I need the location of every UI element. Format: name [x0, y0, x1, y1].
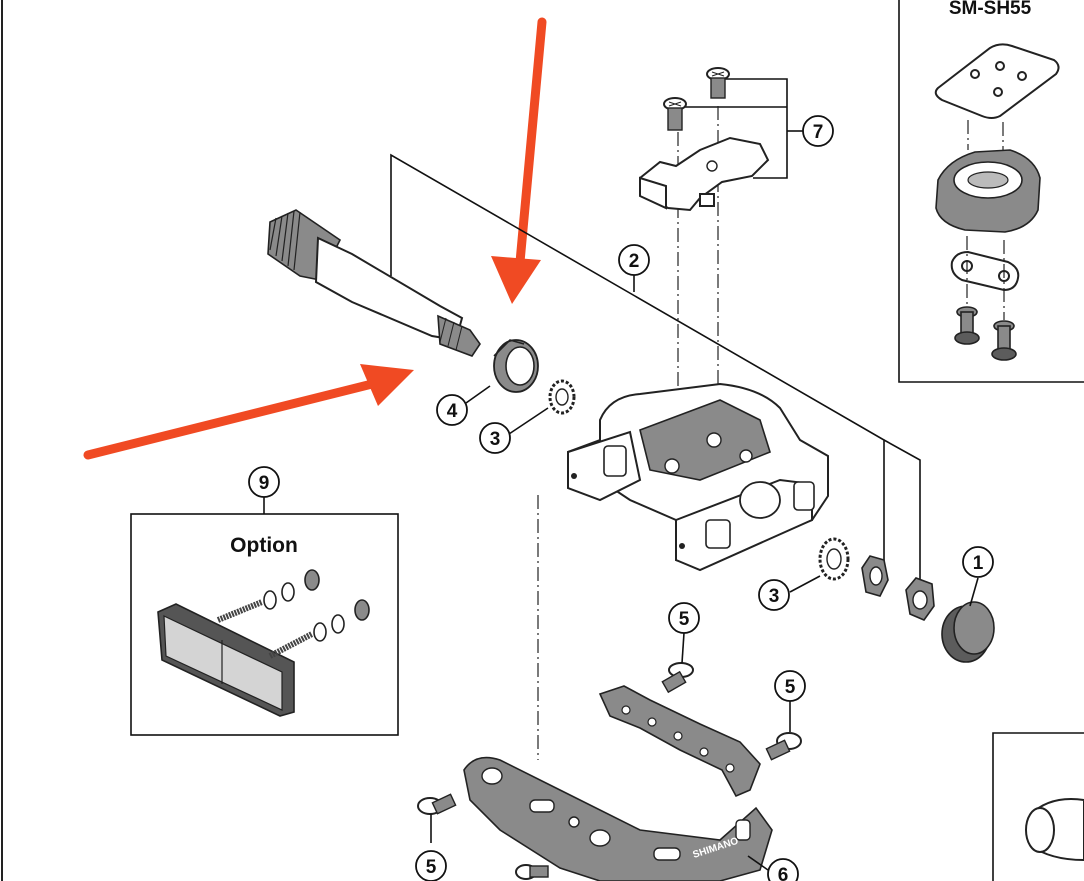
bolt-bracket-7 [724, 78, 788, 179]
callout-9: 9 [248, 466, 280, 498]
callout-6: 6 [767, 858, 799, 881]
annotation-arrow-right-icon [83, 364, 414, 460]
callout-7: 7 [802, 115, 834, 147]
cleat-mechanism [639, 136, 770, 212]
callout-3-b: 3 [758, 579, 790, 611]
seal-ring [493, 339, 539, 393]
svg-text:4: 4 [447, 401, 458, 422]
lock-washer [548, 379, 576, 415]
svg-text:1: 1 [973, 553, 984, 574]
callout-2: 2 [618, 244, 650, 276]
inset-title: SM-SH55 [949, 0, 1032, 19]
lock-nut [905, 577, 935, 621]
callout-5-b: 5 [774, 670, 806, 702]
cage-bolt [661, 662, 694, 694]
svg-text:5: 5 [426, 857, 437, 878]
cleat-washer-plate [950, 250, 1020, 292]
cleat-bolt [954, 306, 980, 345]
cone-nut [861, 555, 889, 597]
mechanism-bolt [663, 97, 687, 131]
cage-bolt [417, 793, 457, 815]
callout-4: 4 [436, 394, 468, 426]
cleat-bolt [991, 320, 1017, 361]
callout-5-a: 5 [668, 602, 700, 634]
svg-text:7: 7 [813, 122, 824, 143]
cage-bolt [515, 864, 549, 880]
pedal-cage: SHIMANO [463, 685, 773, 881]
option-title: Option [230, 534, 298, 557]
svg-text:3: 3 [769, 586, 780, 607]
mechanism-bolt [706, 67, 730, 99]
pedal-body [567, 382, 829, 572]
axle-bracket-lines [390, 153, 921, 592]
callout-5-c: 5 [415, 850, 447, 881]
svg-text:2: 2 [629, 251, 640, 272]
lock-washer [818, 537, 850, 581]
reflector [157, 603, 295, 717]
cleat-plate [934, 43, 1060, 119]
inset-tool-box [992, 732, 1084, 881]
svg-text:9: 9 [259, 473, 270, 494]
callout-1: 1 [962, 546, 994, 578]
dust-cap [941, 601, 995, 663]
svg-text:5: 5 [679, 609, 690, 630]
pedal-axle [267, 209, 481, 357]
inset-sm-sh55: SM-SH55 [898, 0, 1084, 383]
cage-bolt [765, 732, 802, 761]
svg-text:6: 6 [778, 865, 789, 881]
svg-text:5: 5 [785, 677, 796, 698]
option-box: Option [130, 497, 399, 736]
svg-text:3: 3 [490, 429, 501, 450]
annotation-arrow-down-icon [491, 17, 547, 304]
callout-3-a: 3 [479, 422, 511, 454]
